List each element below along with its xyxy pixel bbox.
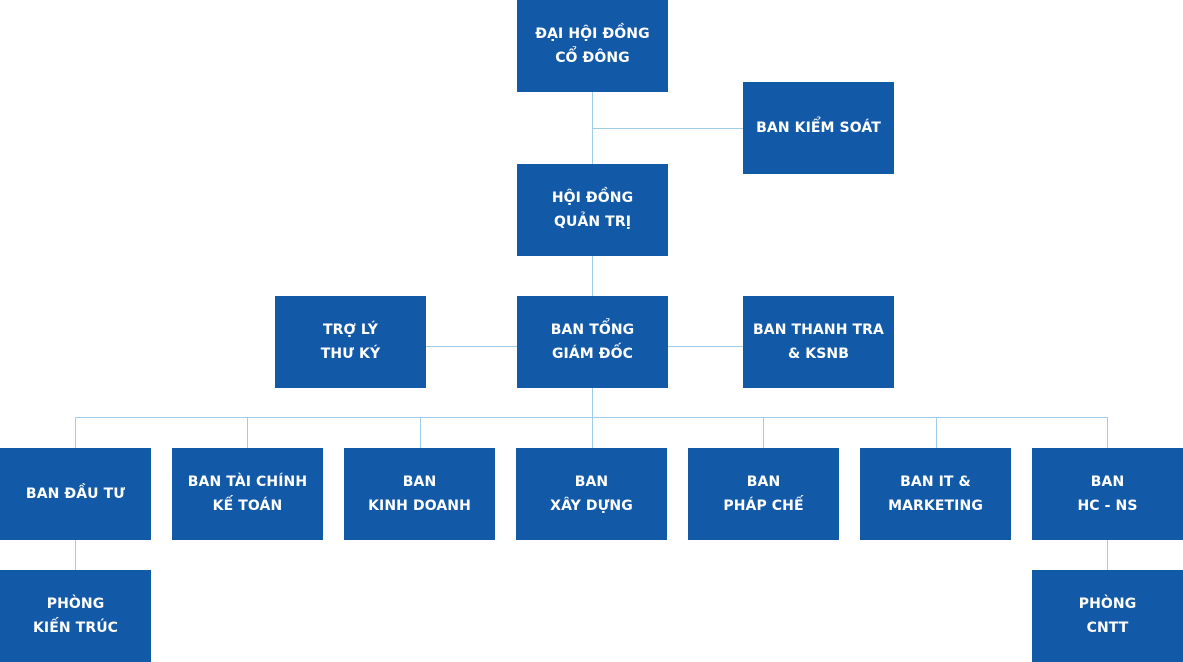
node-ban-xay-dung: BAN XÂY DỰNG: [516, 448, 667, 540]
node-label-line1: PHÒNG: [46, 596, 105, 612]
node-label-line1: BAN: [746, 474, 781, 490]
node-ban-tai-chinh-ke-toan: BAN TÀI CHÍNH KẾ TOÁN: [172, 448, 323, 540]
node-label-line1: BAN: [574, 474, 609, 490]
node-label-line2: HC - NS: [1077, 498, 1138, 514]
node-label-line2: PHÁP CHẾ: [723, 498, 804, 514]
node-label-line1: BAN TÀI CHÍNH: [187, 474, 308, 490]
node-label-line2: KIẾN TRÚC: [32, 620, 119, 636]
node-ban-thanh-tra: BAN THANH TRA & KSNB: [743, 296, 894, 388]
node-label-line1: BAN ĐẦU TƯ: [25, 486, 126, 502]
node-label-line1: TRỢ LÝ: [323, 322, 378, 338]
node-label-line2: KINH DOANH: [368, 498, 471, 514]
node-phong-kien-truc: PHÒNG KIẾN TRÚC: [0, 570, 151, 662]
node-label-line2: MARKETING: [888, 498, 983, 514]
node-label-line2: QUẢN TRỊ: [553, 214, 632, 230]
node-hoi-dong-quan-tri: HỘI ĐỒNG QUẢN TRỊ: [517, 164, 668, 256]
node-label-line2: XÂY DỰNG: [550, 498, 633, 514]
node-ban-it-marketing: BAN IT & MARKETING: [860, 448, 1011, 540]
node-label-line2: GIÁM ĐỐC: [551, 346, 634, 362]
node-label-line2: KẾ TOÁN: [212, 498, 283, 514]
node-dai-hoi-dong-co-dong: ĐẠI HỘI ĐỒNG CỔ ĐÔNG: [517, 0, 668, 92]
node-label-line1: BAN: [402, 474, 437, 490]
node-phong-cntt: PHÒNG CNTT: [1032, 570, 1183, 662]
node-label-line2: CỔ ĐÔNG: [555, 50, 630, 66]
node-label-line2: CNTT: [1086, 620, 1129, 636]
node-label-line1: BAN: [1090, 474, 1125, 490]
node-label-line1: BAN TỔNG: [550, 322, 635, 338]
node-label-line1: BAN IT &: [900, 474, 971, 490]
node-ban-dau-tu: BAN ĐẦU TƯ: [0, 448, 151, 540]
node-label-line1: PHÒNG: [1078, 596, 1137, 612]
node-label-line1: BAN THANH TRA: [753, 322, 884, 338]
node-label-line2: THƯ KÝ: [320, 346, 381, 362]
node-ban-tong-giam-doc: BAN TỔNG GIÁM ĐỐC: [517, 296, 668, 388]
node-tro-ly-thu-ky: TRỢ LÝ THƯ KÝ: [275, 296, 426, 388]
node-ban-kinh-doanh: BAN KINH DOANH: [344, 448, 495, 540]
node-label-line1: ĐẠI HỘI ĐỒNG: [535, 26, 650, 42]
node-label-line1: HỘI ĐỒNG: [551, 190, 634, 206]
node-ban-phap-che: BAN PHÁP CHẾ: [688, 448, 839, 540]
node-label-line1: BAN KIỂM SOÁT: [756, 120, 881, 136]
node-ban-hc-ns: BAN HC - NS: [1032, 448, 1183, 540]
node-label-line2: & KSNB: [787, 346, 849, 362]
node-ban-kiem-soat: BAN KIỂM SOÁT: [743, 82, 894, 174]
